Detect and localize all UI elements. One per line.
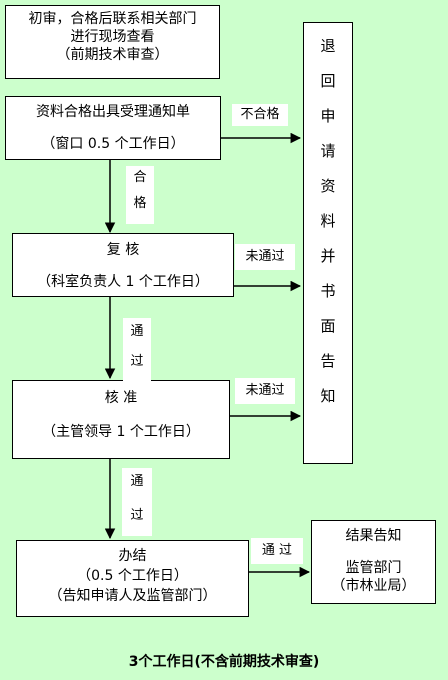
reject-char: 料 — [320, 212, 336, 230]
approve-duration: （主管领导 1 个工作日） — [42, 424, 200, 440]
recheck-duration: （科室负责人 1 个工作日） — [37, 274, 209, 290]
label-unqualified: 不合格 — [232, 104, 288, 126]
approve-box: 核 准 （主管领导 1 个工作日） — [12, 380, 230, 459]
label-passed-1-char-1: 通 — [130, 324, 144, 339]
reject-char: 告 — [320, 352, 336, 370]
conclude-title: 办结 — [118, 548, 147, 564]
conclude-duration: （0.5 个工作日） — [77, 568, 188, 584]
reject-char: 申 — [320, 107, 336, 125]
conclude-box: 办结 （0.5 个工作日） （告知申请人及监管部门） — [16, 540, 249, 617]
reject-char: 面 — [320, 317, 336, 335]
reject-char: 知 — [320, 387, 336, 405]
initial-review-line-3: （前期技术审查） — [56, 47, 169, 63]
recheck-title: 复 核 — [106, 242, 140, 258]
label-passed-3: 通 过 — [251, 538, 303, 564]
initial-review-box: 初审，合格后联系相关部门 进行现场查看 （前期技术审查） — [5, 5, 220, 79]
result-notice-dept: 监管部门 — [345, 560, 402, 576]
label-qualified-char-2: 格 — [133, 196, 147, 211]
result-notice-title: 结果告知 — [345, 528, 402, 544]
conclude-notify: （告知申请人及监管部门） — [48, 588, 217, 604]
reject-char: 并 — [320, 247, 336, 265]
label-not-passed-2: 未通过 — [235, 378, 295, 404]
label-passed-1: 通 过 — [123, 318, 151, 382]
label-passed-2-char-2: 过 — [130, 508, 144, 523]
approve-title: 核 准 — [104, 390, 138, 406]
recheck-box: 复 核 （科室负责人 1 个工作日） — [12, 233, 234, 297]
result-notice-agency: （市林业局） — [331, 578, 416, 594]
label-passed-2-char-1: 通 — [130, 474, 144, 489]
label-qualified: 合 格 — [126, 166, 154, 224]
reject-char: 退 — [320, 37, 336, 55]
initial-review-line-2: 进行现场查看 — [70, 29, 155, 45]
label-passed-1-char-2: 过 — [130, 354, 144, 369]
acceptance-duration: （窗口 0.5 个工作日） — [41, 136, 185, 152]
reject-char: 请 — [320, 142, 336, 160]
acceptance-title: 资料合格出具受理通知单 — [36, 104, 190, 120]
reject-char: 书 — [320, 282, 336, 300]
label-passed-2: 通 过 — [122, 468, 152, 536]
label-not-passed-1: 未通过 — [235, 244, 295, 270]
initial-review-line-1: 初审，合格后联系相关部门 — [28, 11, 197, 27]
label-qualified-char-1: 合 — [133, 170, 147, 185]
result-notice-box: 结果告知 监管部门 （市林业局） — [311, 520, 436, 604]
acceptance-box: 资料合格出具受理通知单 （窗口 0.5 个工作日） — [5, 96, 221, 160]
reject-char: 资 — [320, 177, 336, 195]
footer-total-time: 3个工作日(不含前期技术审查) — [128, 654, 320, 670]
reject-char: 回 — [320, 72, 336, 90]
reject-box: 退 回 申 请 资 料 并 书 面 告 知 — [303, 22, 353, 464]
